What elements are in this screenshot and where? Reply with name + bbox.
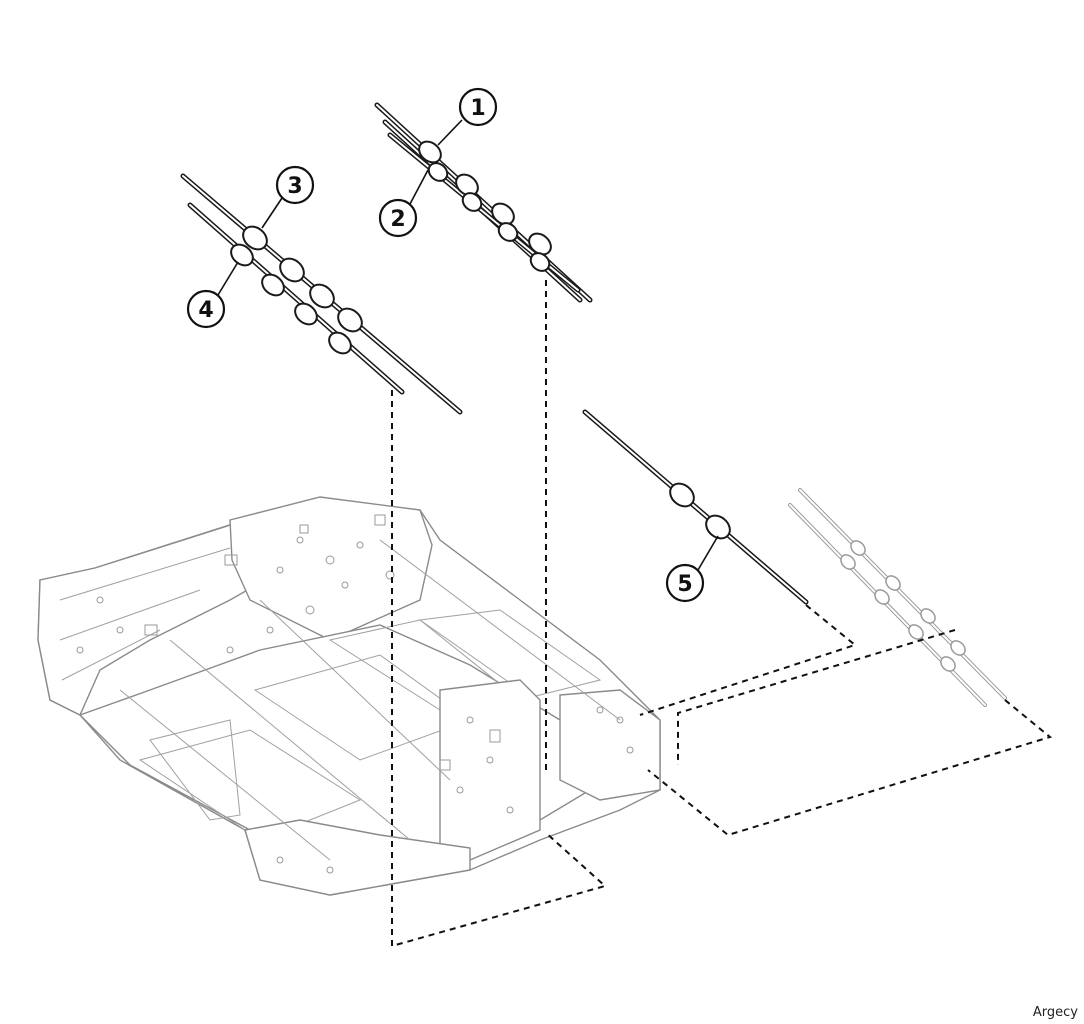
callout-2-label: 2 <box>390 207 405 232</box>
installation-paths <box>391 280 1053 948</box>
callout-3: 3 <box>261 165 315 229</box>
callout-1-label: 1 <box>470 96 485 121</box>
watermark-text: Argecy <box>1032 1005 1078 1020</box>
callout-5: 5 <box>665 535 719 603</box>
callout-5-label: 5 <box>677 572 692 597</box>
roller-shaft-5 <box>582 409 809 605</box>
callout-4: 4 <box>186 261 239 329</box>
callout-1: 1 <box>437 87 498 146</box>
callout-4-label: 4 <box>198 298 213 323</box>
roller-pair-3-4 <box>180 173 463 415</box>
roller-pair-1-2 <box>374 102 593 303</box>
printer-frame <box>37 496 661 896</box>
callout-2: 2 <box>378 169 429 238</box>
installed-roller-pair-ghost <box>788 488 1007 707</box>
callout-3-label: 3 <box>287 174 302 199</box>
